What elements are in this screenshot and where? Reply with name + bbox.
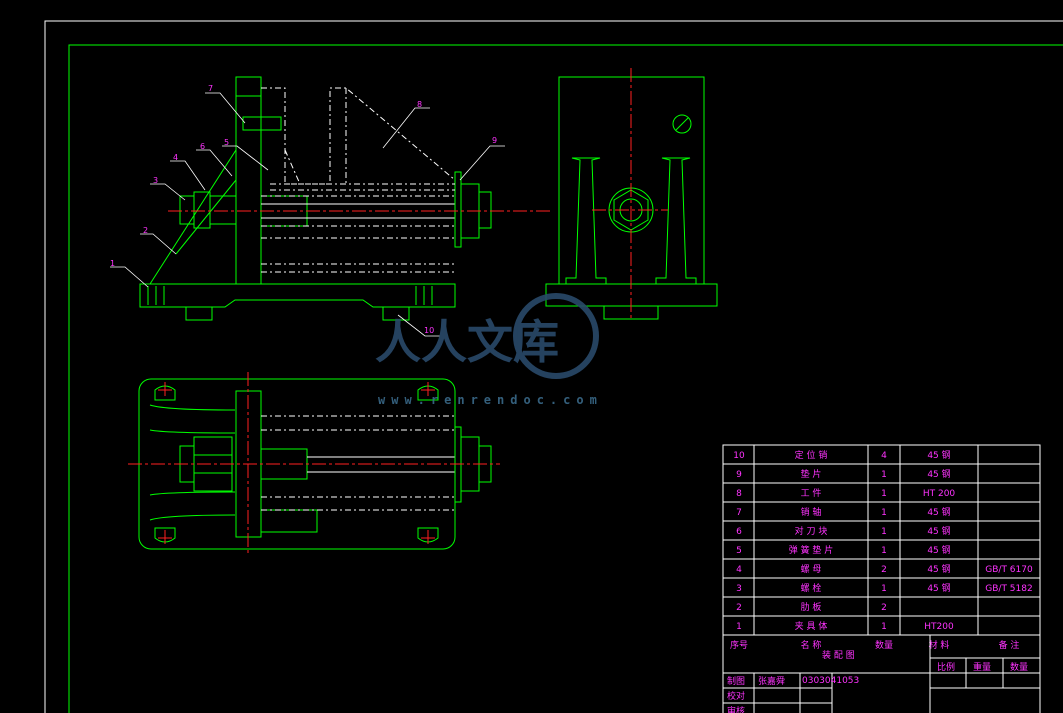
balloon-2: 2 [143, 226, 148, 235]
table-cell-material: 45 钢 [927, 449, 950, 461]
parts-table: 10 定 位 销 4 45 钢 9 垫 片 1 45 钢 8 工 件 1 HT 200 7 销 轴 1 45 … [722, 444, 1041, 651]
balloon-10: 10 [424, 326, 434, 335]
fixture-upright [235, 76, 262, 285]
table-cell-no: 6 [736, 527, 742, 537]
table-header-note: 备 注 [999, 639, 1020, 651]
table-cell-no: 2 [736, 603, 742, 613]
approve-label: 审核 [727, 705, 745, 713]
outer-border [44, 20, 1063, 713]
front-view [139, 76, 550, 321]
setting-block [242, 116, 282, 131]
balloon-leaders [110, 92, 505, 337]
table-header-qty: 数量 [875, 639, 893, 651]
balloon-4: 4 [173, 153, 178, 162]
table-header-no: 序号 [730, 639, 748, 651]
table-cell-name: 螺 栓 [801, 582, 822, 594]
table-cell-material: 45 钢 [927, 582, 950, 594]
table-cell-name: 弹 簧 垫 片 [789, 544, 834, 556]
balloon-6: 6 [200, 142, 205, 151]
table-cell-qty: 2 [881, 565, 887, 575]
table-cell-material: HT 200 [923, 489, 956, 499]
table-cell-no: 4 [736, 565, 742, 575]
balloon-8: 8 [417, 100, 422, 109]
inner-border [68, 44, 1063, 713]
table-cell-note: GB/T 6170 [985, 565, 1033, 575]
locating-pin-right [382, 306, 410, 321]
table-cell-qty: 1 [881, 489, 887, 499]
washer-9 [454, 171, 462, 248]
table-cell-qty: 1 [881, 622, 887, 632]
drawn-label: 制图 [727, 675, 745, 687]
balloon-3: 3 [153, 176, 158, 185]
table-cell-material: 45 钢 [927, 525, 950, 537]
balloon-1: 1 [110, 259, 115, 268]
weight-label: 重量 [973, 661, 991, 673]
table-cell-material: 45 钢 [927, 563, 950, 575]
table-cell-qty: 1 [881, 546, 887, 556]
table-cell-name: 夹 具 体 [795, 620, 828, 632]
table-cell-no: 1 [736, 622, 742, 632]
balloon-9: 9 [492, 136, 497, 145]
balloon-7: 7 [208, 84, 213, 93]
table-cell-name: 螺 母 [801, 564, 822, 575]
table-cell-material: 45 钢 [927, 468, 950, 480]
table-cell-no: 7 [736, 508, 742, 518]
ratio-label: 比例 [937, 661, 955, 673]
table-cell-no: 9 [736, 470, 742, 480]
nut-left [179, 195, 195, 225]
rib-plate [149, 148, 237, 285]
table-cell-qty: 1 [881, 527, 887, 537]
table-cell-no: 8 [736, 489, 742, 499]
table-cell-no: 10 [733, 451, 745, 461]
drawn-id: 0303041053 [802, 676, 859, 686]
table-cell-material: HT200 [924, 622, 954, 632]
watermark: 人人文库 www.renrendoc.com [375, 293, 603, 407]
locating-pin-left [185, 306, 213, 321]
title-text: 装 配 图 [822, 649, 855, 661]
table-cell-qty: 1 [881, 470, 887, 480]
table-cell-name: 工 件 [801, 487, 822, 499]
balloon-5: 5 [224, 138, 229, 147]
table-cell-qty: 1 [881, 508, 887, 518]
watermark-text: 人人文库 [375, 315, 559, 369]
table-cell-qty: 4 [881, 451, 887, 461]
base-plate [139, 283, 456, 308]
table-header-material: 材 料 [929, 639, 950, 651]
table-header-name: 名 称 [801, 639, 822, 651]
table-cell-no: 3 [736, 584, 742, 594]
check-label: 校对 [727, 690, 745, 702]
watermark-url: www.renrendoc.com [378, 393, 603, 407]
table-cell-no: 5 [736, 546, 742, 556]
table-cell-qty: 1 [881, 584, 887, 594]
table-cell-material: 45 钢 [927, 544, 950, 556]
table-cell-name: 肋 板 [801, 601, 822, 613]
table-cell-name: 定 位 销 [795, 449, 828, 461]
table-cell-note: GB/T 5182 [985, 584, 1032, 594]
table-cell-qty: 2 [881, 603, 887, 613]
top-view [128, 372, 500, 556]
drawn-name: 张嘉舜 [758, 675, 785, 687]
table-cell-name: 对 刀 块 [795, 525, 828, 537]
table-cell-name: 销 轴 [801, 506, 822, 518]
side-view [545, 68, 718, 320]
table-cell-name: 垫 片 [801, 468, 822, 480]
title-block: 装 配 图 比例 重量 数量 制图 张嘉舜 0303041053 校对 审核 [722, 634, 1041, 713]
qty-label: 数量 [1010, 661, 1028, 673]
table-cell-material: 45 钢 [927, 506, 950, 518]
